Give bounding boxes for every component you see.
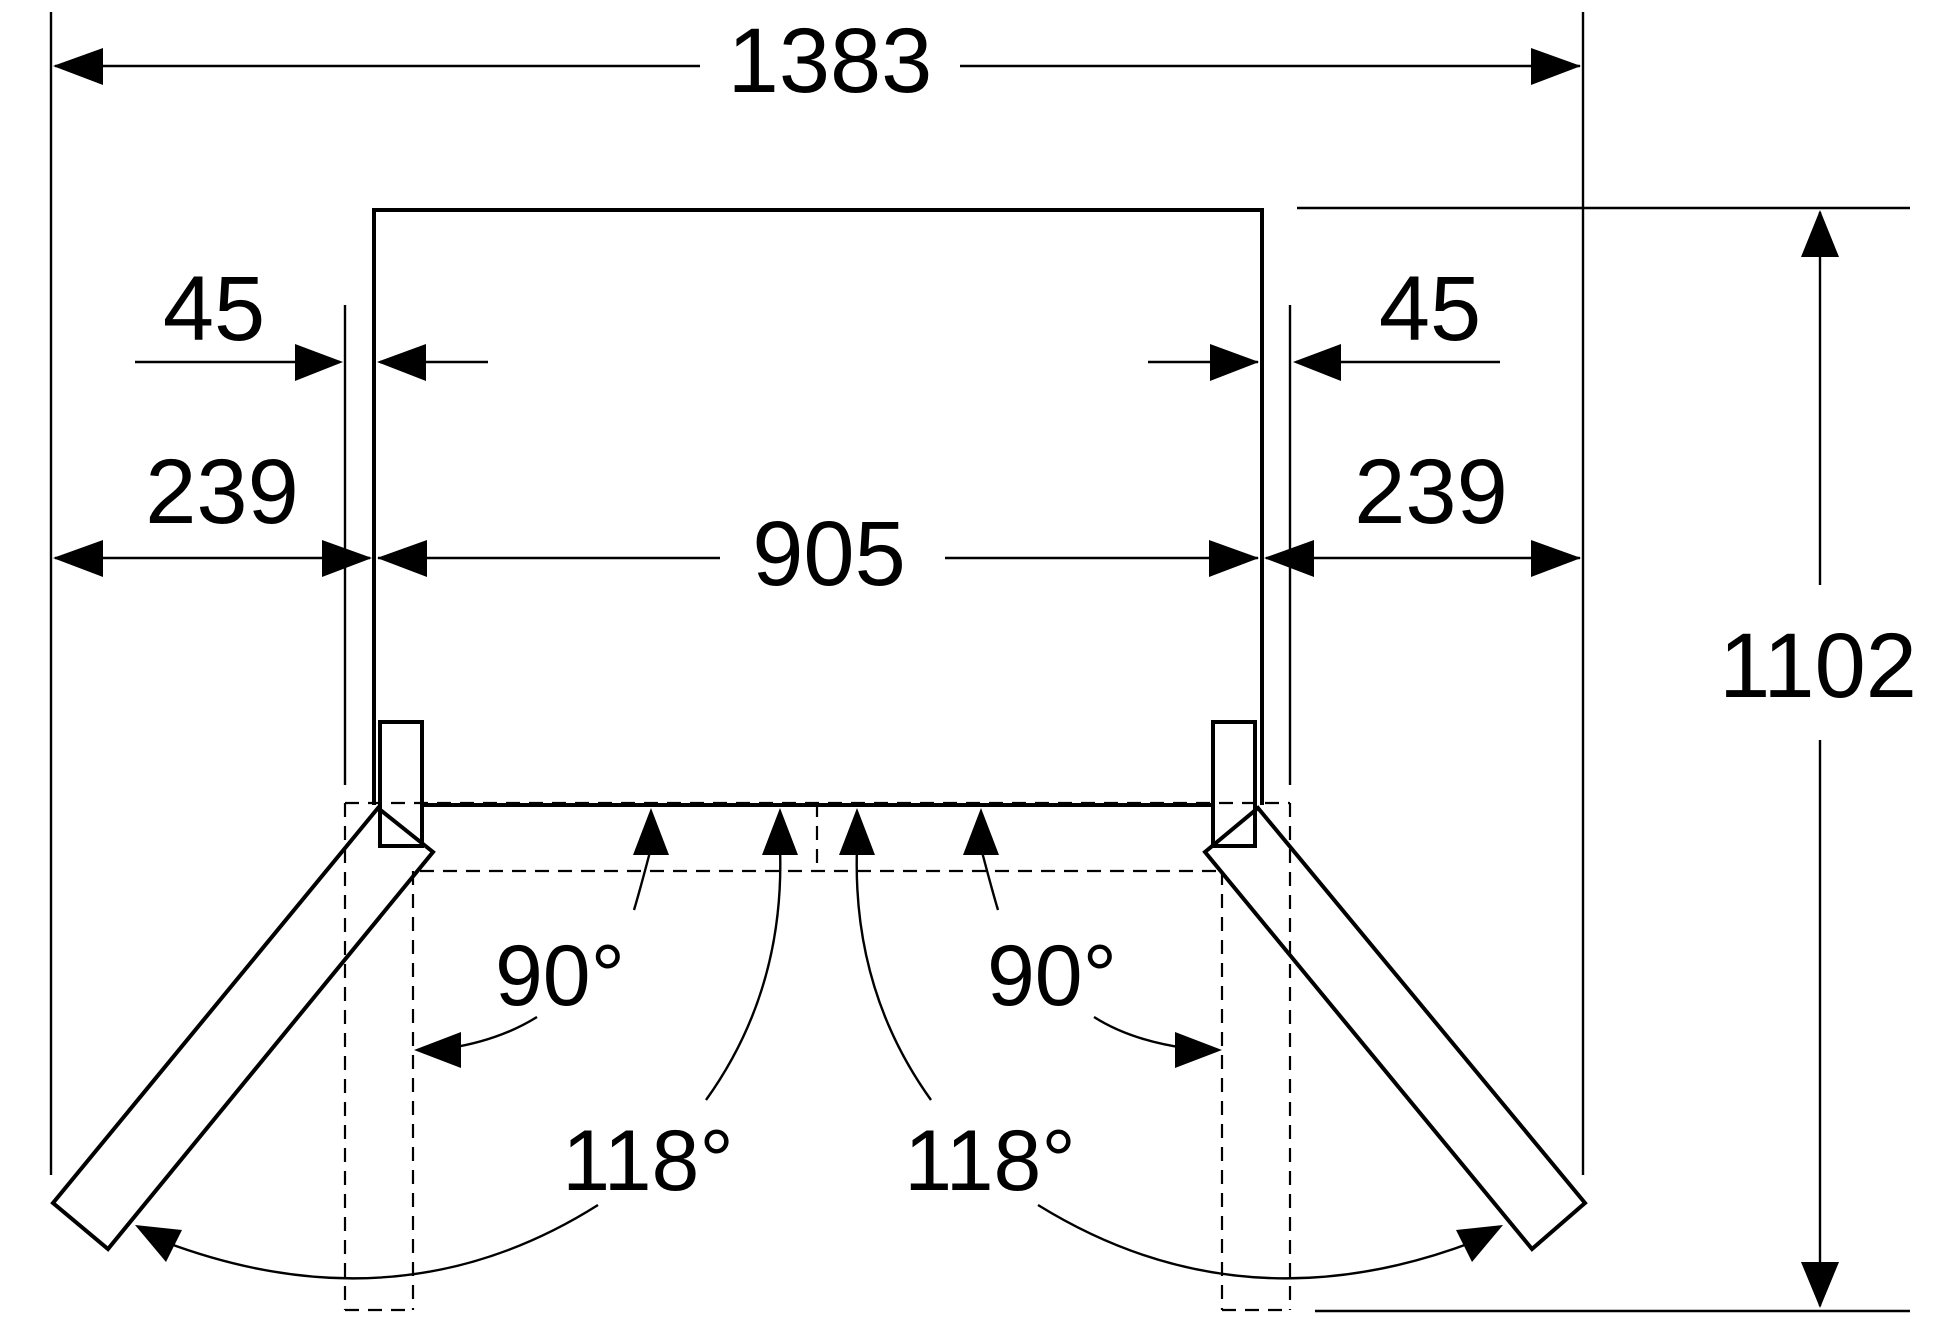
arrow-head [53, 540, 103, 577]
right-90-angle-label: 90° [987, 928, 1117, 1024]
arrow-head [633, 808, 669, 855]
extension-lines [49, 12, 1910, 1313]
left-door-offset-label: 45 [163, 258, 265, 360]
right-118-angle-label: 118° [904, 1113, 1076, 1209]
arrow-head [963, 808, 999, 855]
arrow-head [762, 808, 798, 855]
right-hinge [1211, 720, 1257, 848]
arrow-head [1456, 1225, 1503, 1262]
arrow-head [53, 48, 103, 85]
overall-width-dimension: 1383 [53, 10, 1581, 112]
right-90-angle-indicator: 90° [963, 808, 1222, 1068]
arrow-head [1801, 1262, 1839, 1308]
right-open-door [1202, 805, 1588, 1252]
left-hinge [378, 720, 424, 848]
arrow-head [1293, 344, 1341, 381]
left-118-angle-indicator: 118° [135, 808, 798, 1280]
arrow-head [1209, 540, 1259, 577]
body-width-label: 905 [752, 503, 906, 605]
arrow-head [414, 1032, 461, 1068]
arrow-head [295, 344, 343, 381]
left-door-offset-dimension: 45 [135, 258, 488, 381]
body-width-dimension: 905 [377, 503, 1259, 605]
arrow-head [377, 540, 427, 577]
arrow-head [1210, 344, 1259, 381]
arrow-head [135, 1225, 182, 1262]
overall-width-label: 1383 [728, 10, 933, 112]
right-door-offset-dimension: 45 [1148, 258, 1500, 381]
arrow-head [1801, 210, 1839, 257]
overall-depth-label: 1102 [1719, 615, 1917, 717]
arrow-head [1531, 48, 1581, 85]
left-90-angle-label: 90° [495, 928, 625, 1024]
left-open-door [50, 805, 436, 1252]
arrow-head [377, 344, 426, 381]
dashed-door-positions [343, 801, 1292, 1312]
arrow-head [322, 540, 372, 577]
left-side-clearance-dimension: 239 [53, 441, 372, 577]
arrow-head [1531, 540, 1581, 577]
arrow-head [1264, 540, 1314, 577]
right-door-offset-label: 45 [1379, 258, 1481, 360]
right-118-angle-indicator: 118° [839, 808, 1503, 1280]
arrow-head [839, 808, 875, 855]
right-side-clearance-dimension: 239 [1264, 441, 1581, 577]
right-side-clearance-label: 239 [1354, 441, 1508, 543]
overall-depth-dimension: 1102 [1719, 210, 1917, 1308]
arrow-head [1175, 1032, 1222, 1068]
left-90-angle-indicator: 90° [414, 808, 669, 1068]
left-side-clearance-label: 239 [145, 441, 299, 543]
left-118-angle-label: 118° [562, 1113, 734, 1209]
